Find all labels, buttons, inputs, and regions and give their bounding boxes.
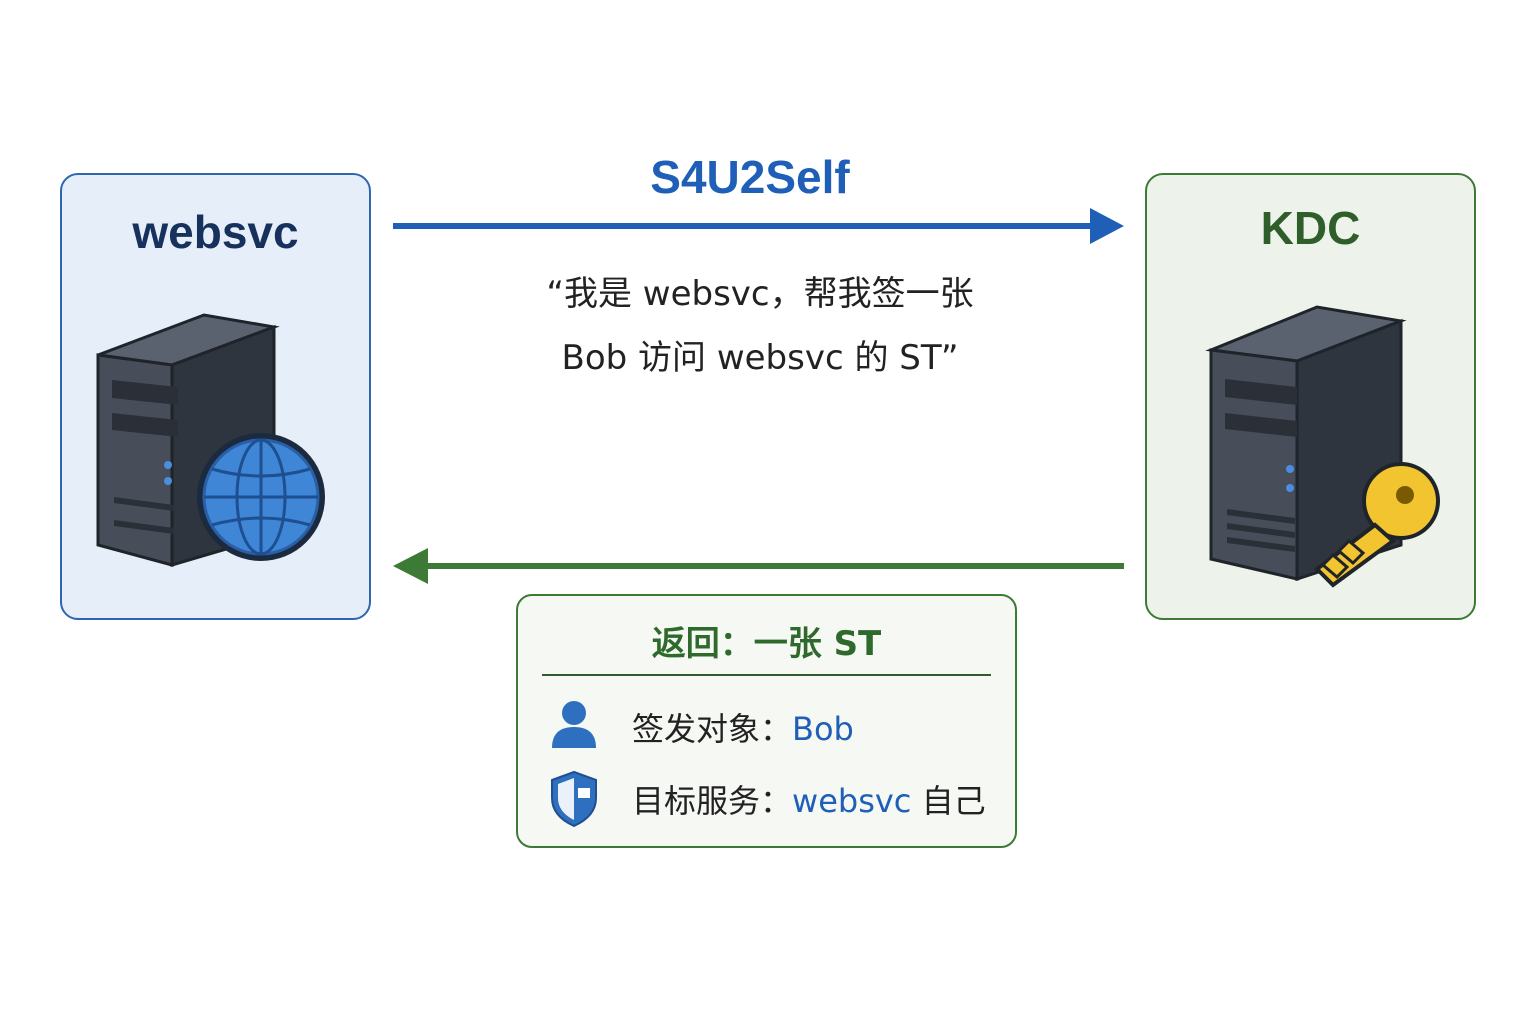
websvc-node: websvc bbox=[60, 173, 371, 620]
subject-value: Bob bbox=[792, 710, 854, 748]
response-service-row: 目标服务：websvc 自己 bbox=[518, 766, 1015, 828]
request-quote-line-1: “我是 websvc，帮我签一张 bbox=[546, 274, 974, 314]
service-label: 目标服务： bbox=[632, 782, 793, 820]
response-card: 返回：一张 ST 签发对象：Bob 目标服务：websvc 自己 bbox=[516, 594, 1017, 848]
response-subject-text: 签发对象：Bob bbox=[632, 704, 854, 750]
service-suffix: 自己 bbox=[911, 782, 986, 820]
request-label: S4U2Self bbox=[650, 151, 850, 203]
key-icon bbox=[1313, 462, 1440, 588]
request-quote-line-2: Bob 访问 websvc 的 ST” bbox=[561, 338, 959, 378]
response-divider bbox=[542, 674, 991, 676]
subject-label: 签发对象： bbox=[632, 710, 793, 748]
service-value: websvc bbox=[792, 782, 912, 820]
response-service-text: 目标服务：websvc 自己 bbox=[632, 776, 986, 822]
websvc-server-illustration bbox=[96, 313, 325, 568]
response-subject-row: 签发对象：Bob bbox=[518, 694, 1015, 754]
response-title: 返回：一张 ST bbox=[651, 624, 882, 664]
kdc-server-illustration bbox=[1205, 305, 1440, 588]
websvc-title: websvc bbox=[132, 206, 299, 258]
response-arrow-head bbox=[393, 548, 428, 584]
user-icon bbox=[552, 701, 596, 748]
globe-icon bbox=[197, 433, 325, 561]
kdc-node: KDC bbox=[1145, 173, 1476, 620]
shield-icon bbox=[551, 770, 597, 828]
kdc-title: KDC bbox=[1260, 202, 1361, 254]
